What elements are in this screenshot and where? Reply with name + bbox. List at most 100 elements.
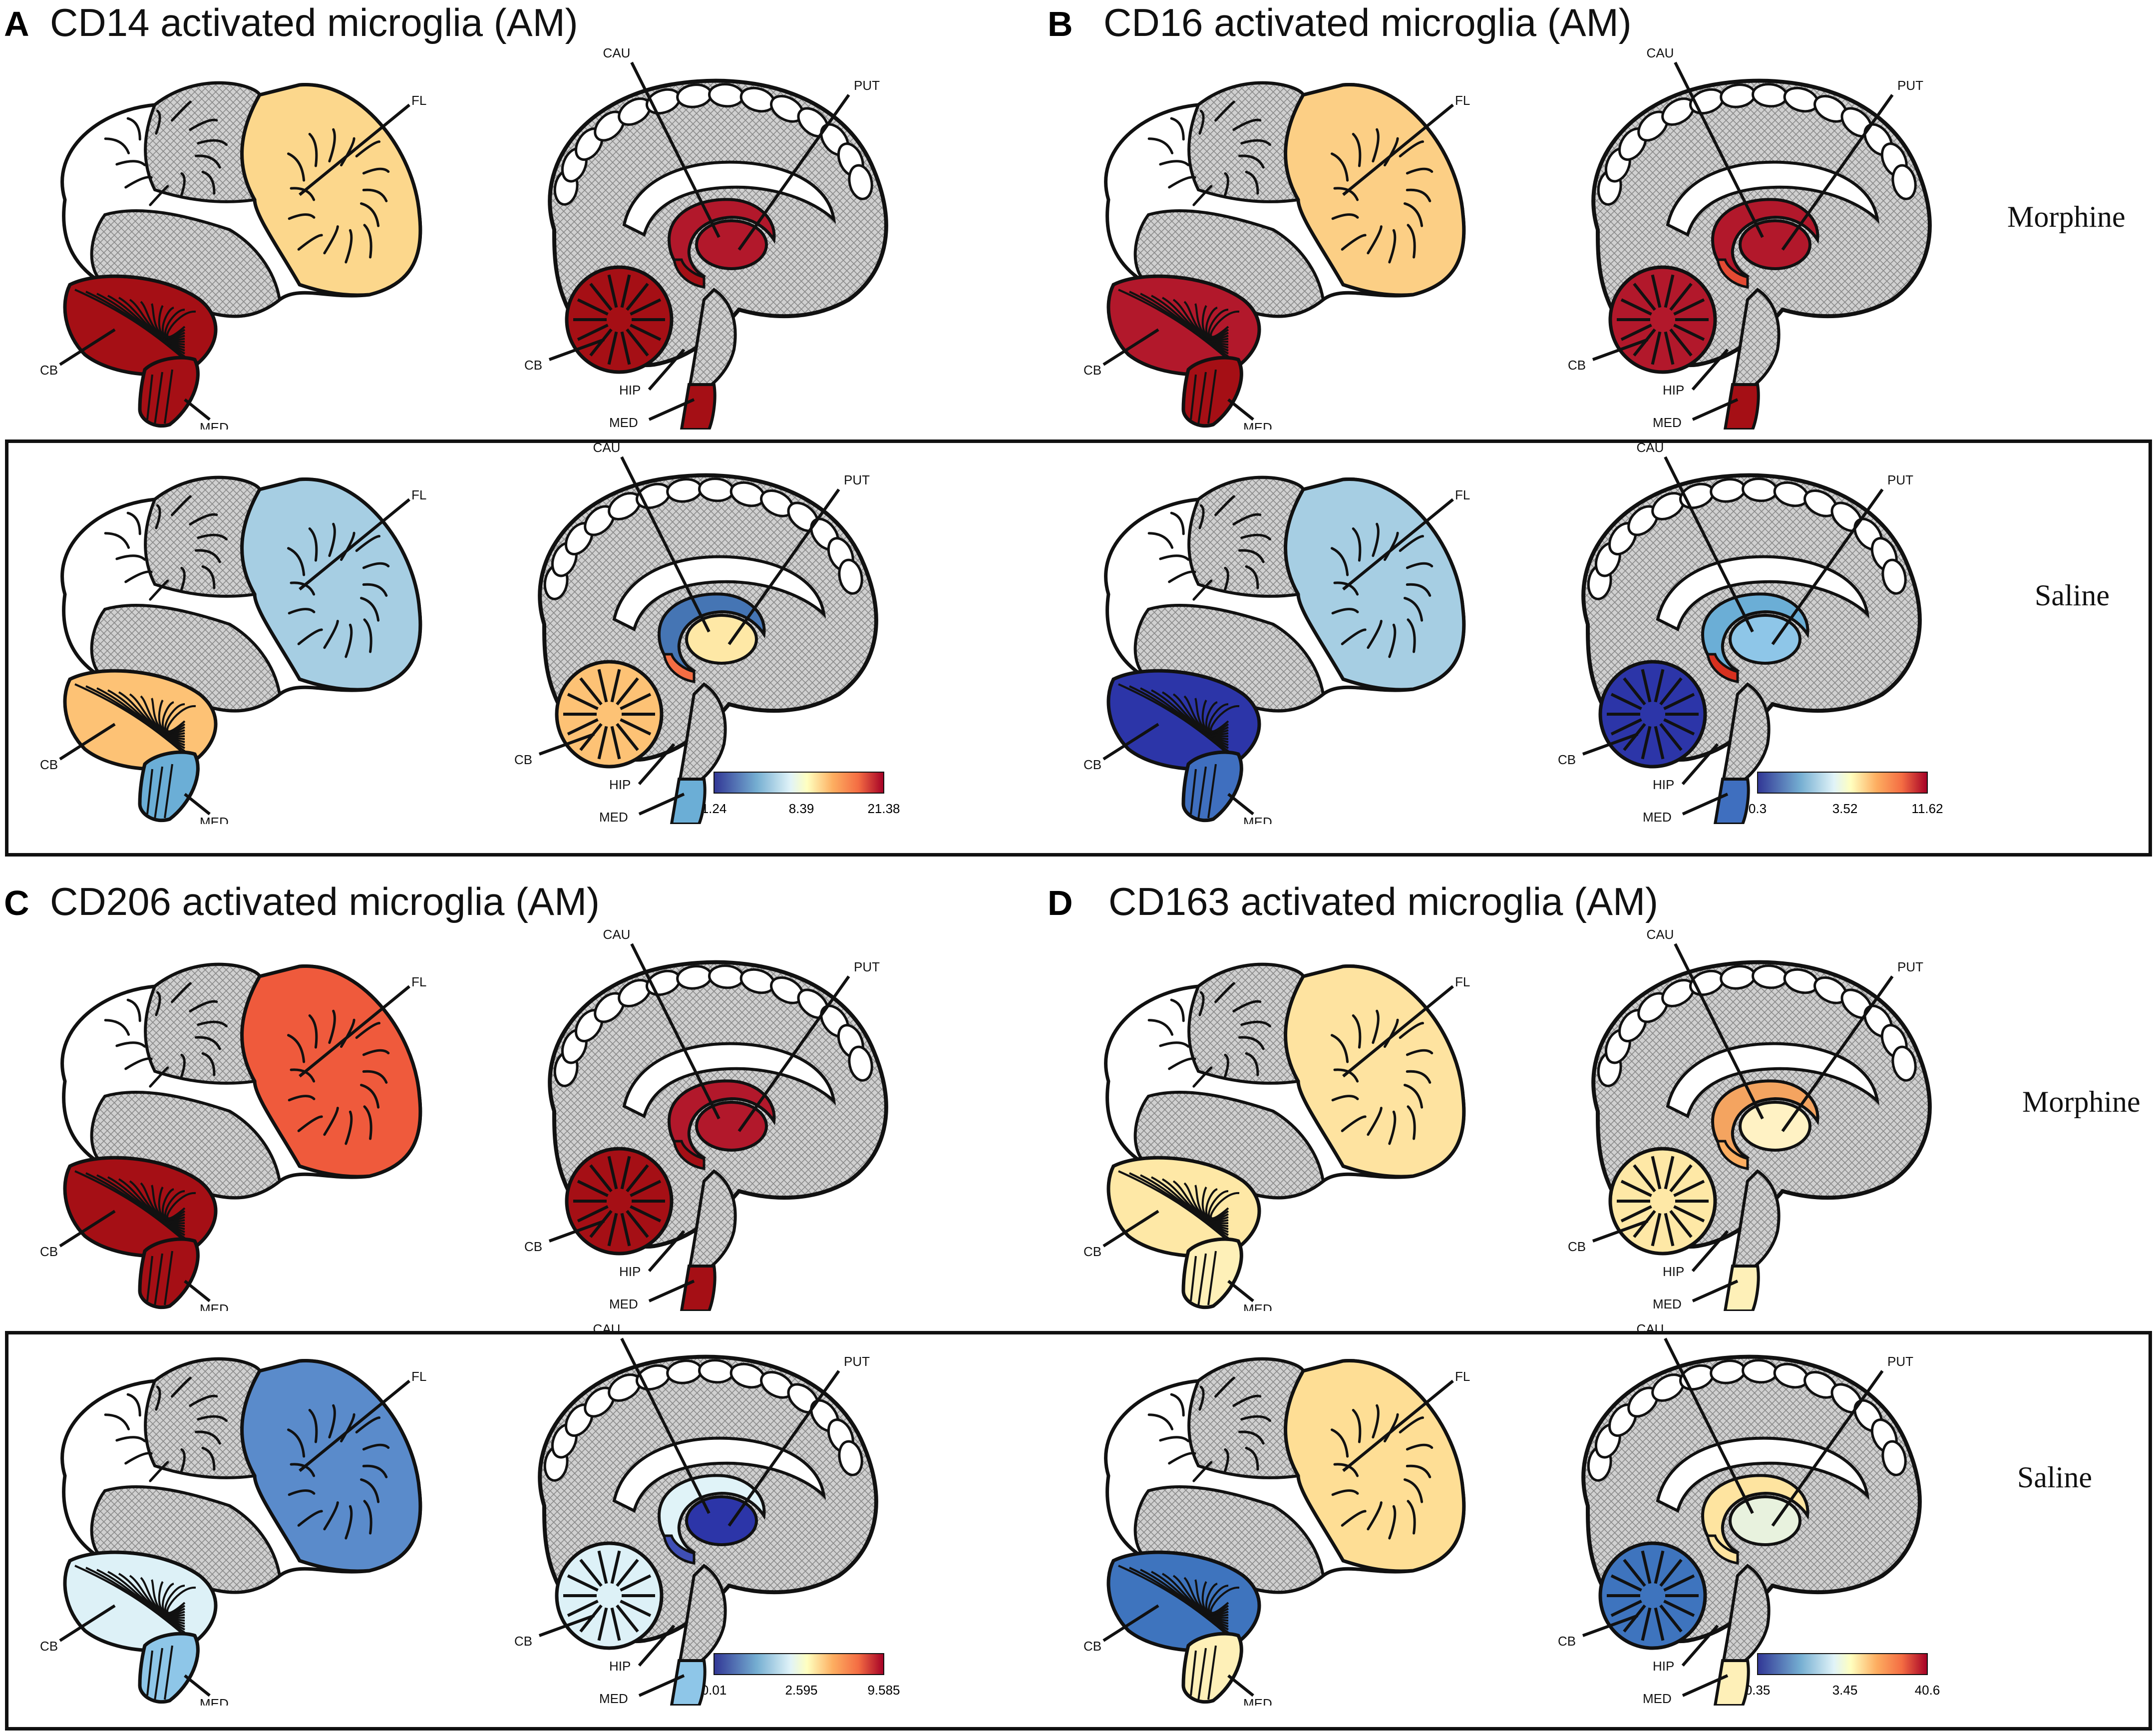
caudate-region: [657, 1474, 766, 1552]
label-cb: CB: [1083, 1244, 1101, 1259]
label-put: PUT: [844, 472, 870, 487]
label-cb: CB: [524, 358, 542, 373]
scale-max-label: 9.585: [867, 1683, 900, 1698]
label-put: PUT: [854, 959, 880, 974]
label-hip: HIP: [1663, 383, 1684, 398]
putamen-region: [695, 219, 768, 270]
lateral-brain-d-morphine: FL CB MED: [1083, 962, 1470, 1311]
label-cb: CB: [514, 752, 532, 767]
medulla-region: [670, 1659, 707, 1706]
caudate-region: [1701, 1474, 1809, 1552]
label-med: MED: [200, 1696, 229, 1706]
brainstem: [687, 1169, 737, 1273]
caudate-region: [1711, 198, 1819, 276]
caudate-region: [1701, 592, 1809, 671]
label-med: MED: [1243, 1301, 1272, 1311]
label-cau: CAU: [593, 440, 621, 455]
brainstem: [1721, 682, 1771, 786]
label-cb: CB: [1083, 1639, 1101, 1654]
brainstem: [687, 288, 737, 391]
putamen-region: [1739, 219, 1811, 270]
label-cb: CB: [1568, 358, 1586, 373]
saline-frame-top: [5, 439, 2152, 857]
panel-letter-b: B: [1048, 4, 1073, 43]
label-put: PUT: [1897, 959, 1923, 974]
cerebellum-region: [565, 1147, 674, 1256]
medulla-region: [670, 778, 707, 824]
cerebellum-region: [1608, 1147, 1717, 1256]
label-med: MED: [1653, 1297, 1682, 1311]
label-cb: CB: [1083, 757, 1101, 772]
label-put: PUT: [1887, 1354, 1913, 1369]
frontal-lobe-region: [240, 1359, 422, 1573]
label-hip: HIP: [609, 1659, 631, 1674]
scale-mid-label: 2.595: [785, 1683, 817, 1698]
label-cb: CB: [524, 1239, 542, 1254]
lateral-brain-d-saline: FL CB MED: [1083, 1357, 1470, 1706]
brainstem: [1721, 1564, 1771, 1667]
label-hip: HIP: [1653, 1659, 1674, 1674]
brainstem: [677, 1564, 727, 1667]
saline-frame-bottom: [5, 1331, 2152, 1731]
color-scale-bar: [714, 1653, 884, 1675]
frontal-lobe-region: [240, 477, 422, 692]
label-hip: HIP: [1663, 1264, 1684, 1279]
label-cb: CB: [514, 1634, 532, 1649]
label-cb: CB: [40, 1639, 58, 1654]
medulla-region: [1723, 1265, 1760, 1311]
label-cb: CB: [40, 363, 58, 378]
label-cau: CAU: [603, 927, 631, 942]
label-hip: HIP: [619, 1264, 641, 1279]
label-cb: CB: [1083, 363, 1101, 378]
label-fl: FL: [1455, 1369, 1470, 1384]
label-cau: CAU: [593, 1321, 621, 1336]
label-cb: CB: [1558, 1634, 1576, 1649]
putamen-region: [685, 1495, 758, 1546]
scale-min-label: 0.01: [704, 1683, 726, 1698]
frontal-lobe-region: [240, 964, 422, 1179]
color-scale-bar: [714, 772, 884, 794]
label-cau: CAU: [603, 45, 631, 60]
scale-mid-label: 3.45: [1832, 1683, 1858, 1698]
hippocampus-region: [673, 258, 706, 289]
condition-label-saline-top: Saline: [2035, 579, 2110, 612]
label-med: MED: [200, 420, 229, 430]
caudate-region: [657, 592, 766, 671]
label-put: PUT: [854, 78, 880, 93]
medulla-region: [1723, 383, 1760, 430]
label-fl: FL: [1455, 974, 1470, 989]
label-cb: CB: [40, 1244, 58, 1259]
panel-title-b: CD16 activated microglia (AM): [1103, 0, 1632, 44]
frontal-lobe-region: [1284, 83, 1466, 297]
label-fl: FL: [411, 93, 426, 108]
label-med: MED: [599, 1691, 628, 1706]
label-med: MED: [1643, 1691, 1672, 1706]
lateral-brain-a-morphine: FL CB MED: [40, 81, 426, 430]
putamen-region: [1729, 614, 1801, 665]
scale-max-label: 11.62: [1911, 801, 1943, 816]
label-med: MED: [200, 815, 229, 824]
hippocampus-region: [673, 1140, 706, 1170]
label-hip: HIP: [619, 383, 641, 398]
panel-title-c: CD206 activated microglia (AM): [50, 879, 600, 923]
condition-label-saline-bottom: Saline: [2017, 1461, 2092, 1494]
panel-title-a: CD14 activated microglia (AM): [50, 0, 578, 44]
cerebellum-region: [565, 265, 674, 374]
medulla-region: [680, 1265, 717, 1311]
hippocampus-region: [663, 653, 696, 683]
label-hip: HIP: [609, 777, 631, 792]
label-med: MED: [1243, 1696, 1272, 1706]
frontal-lobe-region: [1284, 477, 1466, 692]
label-med: MED: [609, 415, 638, 430]
medulla-region: [1713, 1659, 1750, 1706]
label-cau: CAU: [1637, 1321, 1664, 1336]
label-fl: FL: [1455, 487, 1470, 502]
label-med: MED: [1243, 420, 1272, 430]
label-hip: HIP: [1653, 777, 1674, 792]
putamen-region: [685, 614, 758, 665]
label-cb: CB: [40, 757, 58, 772]
